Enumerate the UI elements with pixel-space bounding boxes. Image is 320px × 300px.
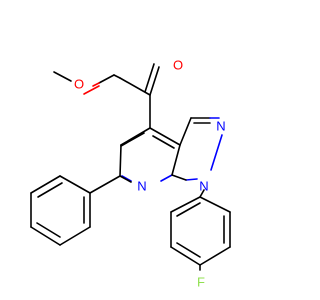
atom-f: F [197,275,205,290]
phenyl-ring [30,175,121,246]
pyridine-ring [119,94,181,183]
carbonyl-bond [113,63,160,96]
atom-n1: N [199,179,208,194]
atom-o-ester: O [74,77,84,92]
atom-n-pyridine: N [137,179,146,194]
atom-o-carbonyl: O [173,58,183,73]
fluorophenyl-ring [170,189,231,271]
pyrazole-ring [171,117,223,181]
molecule-drawing: O O N N N F [30,58,231,290]
structure-canvas: O O N N N F [30,58,231,290]
atom-n-pyrazole: N [216,119,225,134]
methyl-ester-group [53,71,115,95]
